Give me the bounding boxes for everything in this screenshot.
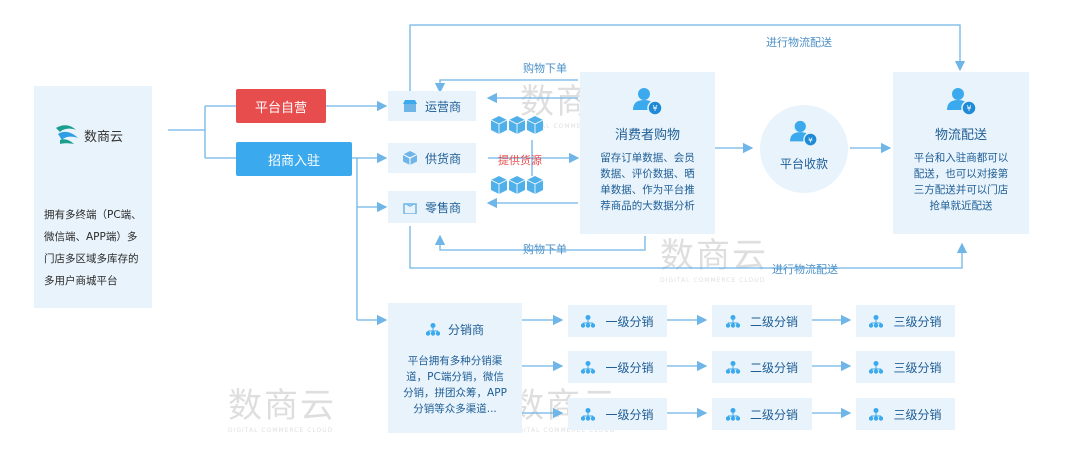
payment-user-icon: ¥	[790, 120, 818, 147]
edge-label-supply: 提供货源	[498, 154, 542, 167]
distributor-description-line: 分销，拼团众筹，APP	[403, 387, 507, 399]
logistics-description-line: 平台和入驻商都可以	[913, 152, 1009, 164]
level-1-box: 一级分销	[568, 305, 667, 337]
logistics-description-line: 配送，也可以对接第	[913, 168, 1009, 180]
consumer-box: ¥ 消费者购物 留存订单数据、会员 数据、评价数据、晒 单数据、作为平台推 荐商…	[580, 72, 715, 234]
brand-description-line: 多用户商城平台	[44, 275, 118, 287]
level-2-box: 二级分销	[712, 398, 812, 430]
logistics-icon-wrap: ¥	[947, 86, 977, 120]
distributor-header: 分销商	[388, 321, 522, 338]
level-3-box: 三级分销	[856, 398, 955, 430]
logistics-box: ¥ 物流配送 平台和入驻商都可以 配送，也可以对接第 三方配送并可以门店 抢单就…	[893, 72, 1029, 234]
boxes-icon	[490, 116, 544, 134]
package-icon	[402, 151, 417, 165]
distributor-title: 分销商	[447, 323, 484, 337]
boxes-icon	[490, 176, 544, 194]
brand-logo: 数商云	[54, 124, 123, 146]
level-label: 一级分销	[605, 314, 654, 329]
hierarchy-icon	[581, 407, 596, 421]
brand-description-line: 微信端、APP端）多	[44, 231, 138, 243]
svg-text:¥: ¥	[652, 104, 657, 113]
consumer-icon-wrap: ¥	[633, 86, 663, 120]
hierarchy-icon	[581, 314, 596, 328]
retailer-label: 零售商	[424, 200, 461, 215]
svg-text:¥: ¥	[966, 104, 971, 113]
payment-icon-wrap: ¥	[790, 119, 818, 151]
svg-text:¥: ¥	[808, 135, 813, 144]
cube-group-top	[490, 116, 544, 134]
logistics-description-line: 三方配送并可以门店	[913, 184, 1009, 196]
mode-self-operated: 平台自营	[236, 89, 326, 123]
supplier-box: 供货商	[388, 143, 476, 173]
payment-node: ¥ 平台收款	[760, 105, 848, 193]
level-label: 三级分销	[893, 407, 942, 422]
hierarchy-icon	[581, 360, 596, 374]
brand-panel: 数商云 拥有多终端（PC端、 微信端、APP端）多 门店多区域多库存的 多用户商…	[34, 86, 152, 308]
edge-label-top-purchase: 购物下单	[523, 62, 567, 75]
hierarchy-icon	[725, 407, 740, 421]
retailer-box: 零售商	[388, 191, 476, 223]
brand-description: 拥有多终端（PC端、 微信端、APP端）多 门店多区域多库存的 多用户商城平台	[44, 204, 142, 292]
logistics-title: 物流配送	[934, 128, 987, 143]
hierarchy-icon	[425, 323, 440, 336]
edge-label-bottom-purchase: 购物下单	[523, 243, 567, 256]
consumer-description-line: 留存订单数据、会员	[600, 152, 695, 164]
brand-logo-text: 数商云	[84, 129, 124, 145]
consumer-description-line: 荐商品的大数据分析	[600, 200, 695, 212]
level-1-box: 一级分销	[568, 398, 667, 430]
level-label: 一级分销	[605, 407, 654, 422]
hierarchy-icon	[869, 407, 884, 421]
mode-merchant: 招商入驻	[236, 142, 352, 176]
level-label: 二级分销	[749, 314, 798, 329]
hierarchy-icon	[725, 360, 740, 374]
level-label: 三级分销	[893, 360, 942, 375]
edge-label-top-delivery: 进行物流配送	[766, 36, 832, 49]
hierarchy-icon	[725, 314, 740, 328]
logistics-user-icon: ¥	[947, 88, 977, 116]
level-3-box: 三级分销	[856, 305, 955, 337]
distributor-description-line: 分销等众多渠道...	[413, 403, 497, 415]
level-label: 三级分销	[893, 314, 942, 329]
consumer-title: 消费者购物	[614, 128, 680, 143]
hierarchy-icon	[869, 360, 884, 374]
logistics-description: 平台和入驻商都可以 配送，也可以对接第 三方配送并可以门店 抢单就近配送	[893, 150, 1029, 214]
level-1-box: 一级分销	[568, 351, 667, 383]
consumer-description-line: 数据、评价数据、晒	[600, 168, 695, 180]
operator-box: 运营商	[388, 91, 476, 121]
distributor-box: 分销商 平台拥有多种分销渠 道，PC端分销，微信 分销，拼团众筹，APP 分销等…	[388, 303, 522, 433]
supplier-label: 供货商	[424, 151, 461, 166]
distributor-description: 平台拥有多种分销渠 道，PC端分销，微信 分销，拼团众筹，APP 分销等众多渠道…	[388, 353, 522, 417]
distributor-description-line: 道，PC端分销，微信	[406, 371, 504, 383]
cube-group-bottom	[490, 176, 544, 198]
mode-merchant-label: 招商入驻	[267, 153, 320, 169]
mode-self-operated-label: 平台自营	[254, 100, 307, 116]
payment-title: 平台收款	[779, 157, 828, 171]
logo-mark-icon	[56, 125, 78, 144]
hierarchy-icon	[869, 314, 884, 328]
level-2-box: 二级分销	[712, 305, 812, 337]
distributor-description-line: 平台拥有多种分销渠	[407, 355, 503, 367]
level-label: 二级分销	[749, 407, 798, 422]
level-2-box: 二级分销	[712, 351, 812, 383]
brand-description-line: 拥有多终端（PC端、	[44, 209, 142, 221]
shopping-bag-icon	[403, 203, 417, 214]
consumer-user-icon: ¥	[633, 88, 663, 116]
level-3-box: 三级分销	[856, 351, 955, 383]
level-label: 二级分销	[749, 360, 798, 375]
logistics-description-line: 抢单就近配送	[929, 200, 993, 212]
consumer-description: 留存订单数据、会员 数据、评价数据、晒 单数据、作为平台推 荐商品的大数据分析	[580, 150, 715, 214]
consumer-description-line: 单数据、作为平台推	[600, 184, 695, 196]
operator-label: 运营商	[424, 99, 461, 114]
brand-description-line: 门店多区域多库存的	[44, 253, 139, 265]
edge-label-bottom-delivery: 进行物流配送	[772, 263, 838, 276]
store-icon	[402, 100, 417, 112]
level-label: 一级分销	[605, 360, 654, 375]
